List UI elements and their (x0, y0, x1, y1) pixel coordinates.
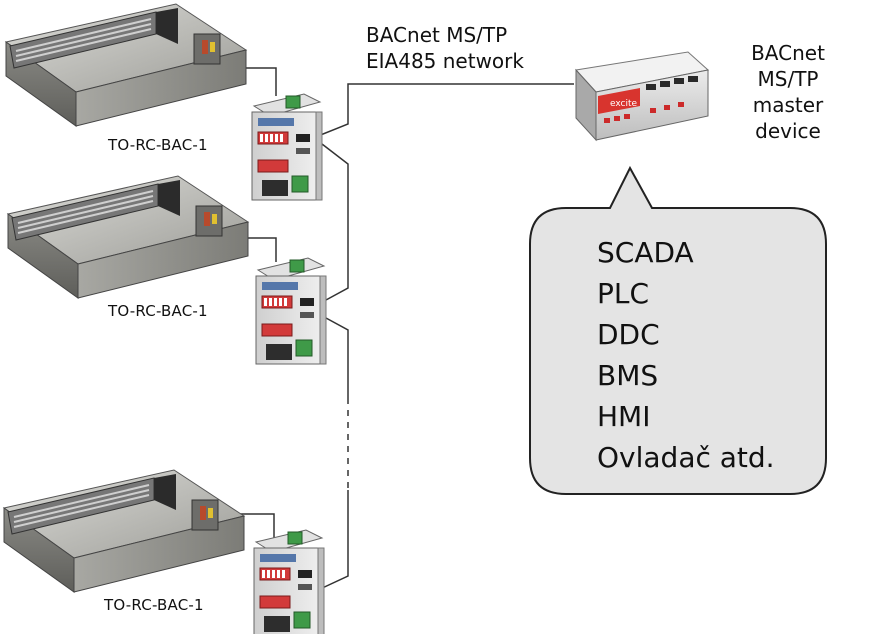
master-label-line3: master (752, 93, 824, 117)
bubble-item-ddc: DDC (597, 318, 660, 351)
network-label-line2: EIA485 network (366, 49, 524, 73)
unit1-cable (242, 67, 277, 96)
bus-segment-1-2 (321, 143, 349, 301)
bubble-item-scada: SCADA (597, 236, 694, 269)
gateway-1-label: TO-RC-BAC-1 (108, 136, 208, 154)
bus-to-master-line (317, 83, 574, 137)
gateway-2 (255, 257, 327, 365)
gateway-2-label: TO-RC-BAC-1 (108, 302, 208, 320)
gateway-3-label: TO-RC-BAC-1 (104, 596, 204, 614)
indoor-unit-2 (7, 175, 249, 299)
unit3-cable (240, 513, 275, 540)
network-wiring (240, 67, 574, 591)
master-device: excite (575, 51, 710, 142)
bubble-item-bms: BMS (597, 359, 659, 392)
unit2-cable (242, 237, 277, 262)
indoor-unit-3 (3, 469, 245, 593)
master-label-line2: MS/TP (757, 67, 819, 91)
bus-segment-3 (317, 490, 349, 591)
bus-segment-2-3 (325, 317, 349, 398)
network-label: BACnet MS/TP EIA485 network (366, 22, 524, 74)
gateway-1 (251, 93, 323, 201)
master-brand-text: excite (610, 99, 638, 109)
gateway-3 (253, 529, 325, 634)
callout-bubble (529, 165, 827, 495)
bubble-item-plc: PLC (597, 277, 650, 310)
bubble-device-list: SCADA PLC DDC BMS HMI Ovladač atd. (597, 232, 775, 478)
bubble-item-other: Ovladač atd. (597, 441, 775, 474)
master-label-line4: device (755, 119, 821, 143)
master-device-label: BACnet MS/TP master device (738, 40, 838, 144)
bubble-item-hmi: HMI (597, 400, 651, 433)
network-label-line1: BACnet MS/TP (366, 23, 508, 47)
indoor-unit-1 (5, 3, 247, 127)
master-label-line1: BACnet (751, 41, 825, 65)
